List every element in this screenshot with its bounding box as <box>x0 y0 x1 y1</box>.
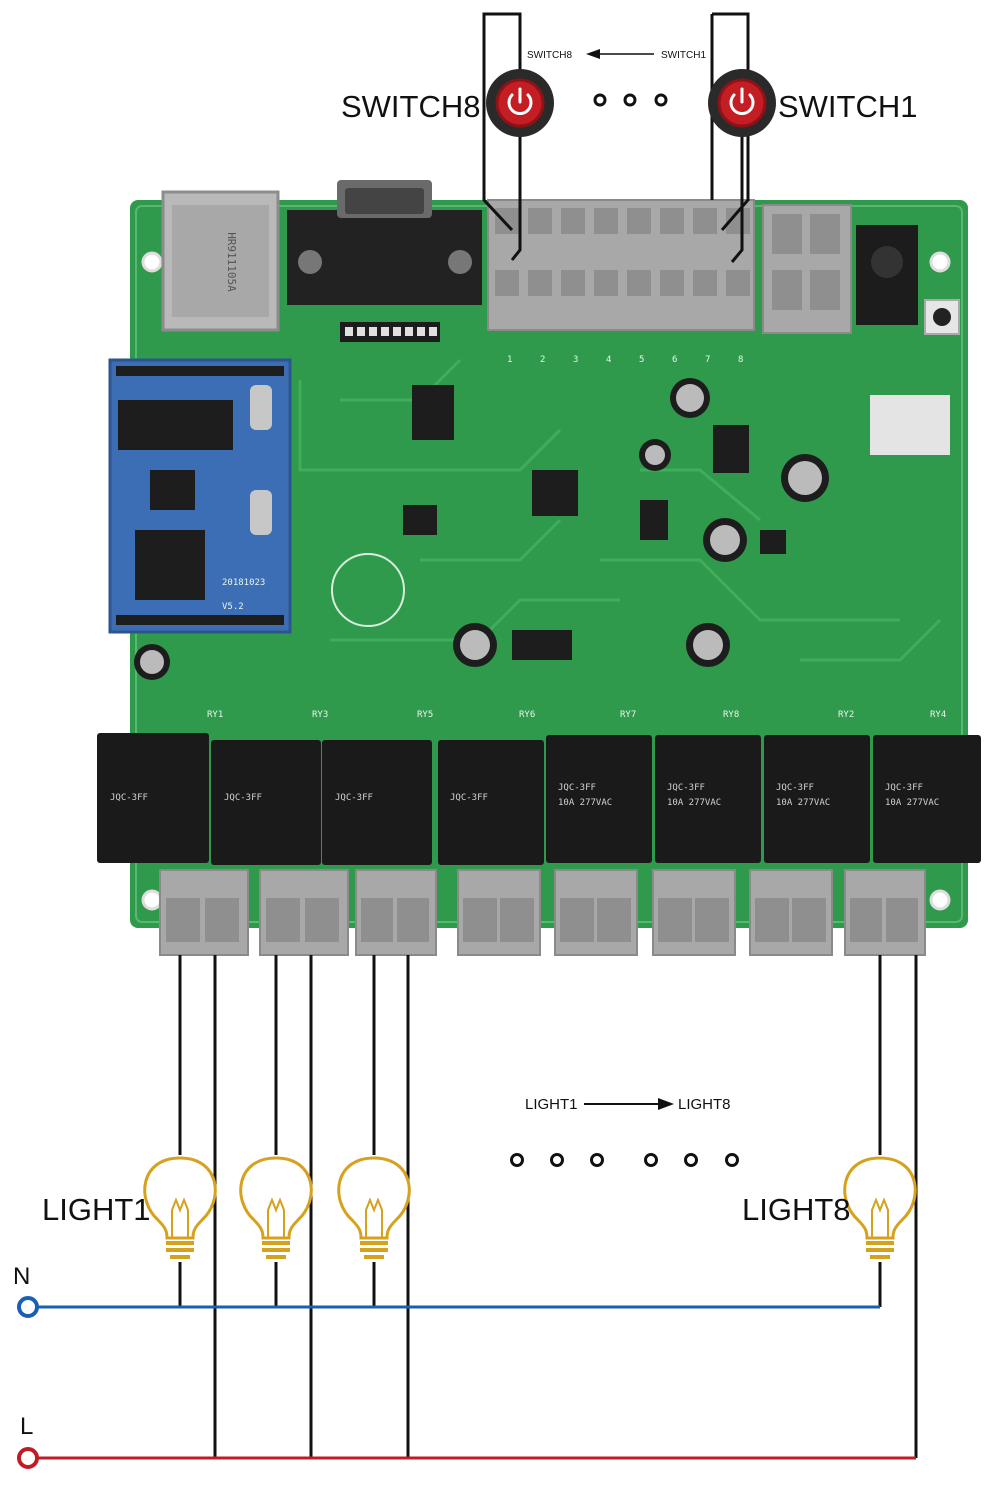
terminal-number: 6 <box>672 355 677 365</box>
buzzer <box>331 553 405 627</box>
light1-label: LIGHT1 <box>42 1192 151 1227</box>
relay-board: HR911105A <box>97 180 981 956</box>
serial-connector <box>287 180 482 305</box>
mount-hole <box>141 889 163 911</box>
switch8-button <box>486 69 554 137</box>
relay-label: RY7 <box>620 710 636 720</box>
switch-wiring: SWITCH8 SWITCH1 SWITCH8 SWITCH1 <box>341 12 918 263</box>
switch-ellipsis <box>593 93 668 107</box>
regulator <box>713 425 749 473</box>
relays: JQC-3FF JQC-3FF JQC-3FF JQC-3FF JQC-3FF … <box>97 733 981 865</box>
light8-label: LIGHT8 <box>742 1192 851 1227</box>
svg-text:JQC-3FF: JQC-3FF <box>885 783 923 793</box>
svg-text:HR911105A: HR911105A <box>225 232 238 292</box>
chip <box>412 385 454 440</box>
live-terminal <box>17 1447 39 1469</box>
module-date: 20181023 <box>222 578 265 588</box>
regulator <box>640 500 668 540</box>
power-terminal-block <box>762 204 852 334</box>
mount-hole <box>929 889 951 911</box>
mcu-chip <box>532 470 578 516</box>
switch-terminal-block <box>487 199 755 331</box>
switch1-button <box>708 69 776 137</box>
light-arrow-from: LIGHT1 <box>525 1096 578 1113</box>
light-arrow-to: LIGHT8 <box>678 1096 731 1113</box>
svg-text:10A 277VAC: 10A 277VAC <box>776 798 830 808</box>
switch8-label: SWITCH8 <box>341 89 481 124</box>
capacitors <box>134 378 829 680</box>
chip <box>512 630 572 660</box>
power-icon <box>507 87 533 115</box>
relay: JQC-3FF 10A 277VAC <box>655 735 761 863</box>
ethernet-jack: HR911105A <box>161 190 280 332</box>
svg-text:10A 277VAC: 10A 277VAC <box>885 798 939 808</box>
mount-hole <box>141 251 163 273</box>
svg-text:JQC-3FF: JQC-3FF <box>558 783 596 793</box>
power-icon <box>729 87 755 115</box>
light-wiring: N L <box>13 955 918 1469</box>
terminal-number: 4 <box>606 355 611 365</box>
terminal-number: 2 <box>540 355 545 365</box>
relay-label: RY6 <box>519 710 535 720</box>
relay-label: RY2 <box>838 710 854 720</box>
neutral-terminal <box>17 1296 39 1318</box>
light-bulb-icon <box>843 1156 917 1259</box>
light-bulb-icon <box>337 1156 411 1259</box>
chip <box>403 505 437 535</box>
terminal-number: 8 <box>738 355 743 365</box>
svg-text:JQC-3FF: JQC-3FF <box>110 793 148 803</box>
switch1-label: SWITCH1 <box>778 89 918 124</box>
terminal-number: 7 <box>705 355 710 365</box>
svg-text:JQC-3FF: JQC-3FF <box>776 783 814 793</box>
live-label: L <box>20 1413 33 1440</box>
svg-text:JQC-3FF: JQC-3FF <box>450 793 488 803</box>
relay: JQC-3FF 10A 277VAC <box>873 735 981 863</box>
relay: JQC-3FF <box>211 740 321 865</box>
svg-text:10A 277VAC: 10A 277VAC <box>558 798 612 808</box>
relay-label: RY8 <box>723 710 739 720</box>
svg-text:JQC-3FF: JQC-3FF <box>224 793 262 803</box>
mount-hole <box>929 251 951 273</box>
relay: JQC-3FF 10A 277VAC <box>764 735 870 863</box>
neutral-label: N <box>13 1263 30 1290</box>
light-bulb-icon <box>239 1156 313 1259</box>
label-patch <box>870 395 950 455</box>
relay-label: RY3 <box>312 710 328 720</box>
relay: JQC-3FF <box>322 740 432 865</box>
terminal-number: 5 <box>639 355 644 365</box>
light-bulb-icon <box>143 1156 217 1259</box>
relay-label: RY1 <box>207 710 223 720</box>
header-pins <box>340 322 440 342</box>
svg-text:JQC-3FF: JQC-3FF <box>335 793 373 803</box>
switch-arrow-from: SWITCH8 <box>527 50 572 61</box>
light-ellipsis <box>510 1153 739 1167</box>
ethernet-module: 20181023 V5.2 <box>108 358 292 634</box>
relay: JQC-3FF <box>97 733 209 863</box>
switch-arrow-to: SWITCH1 <box>661 50 706 61</box>
reset-button <box>924 299 960 335</box>
relay-label-strips: RY1 RY3 RY5 RY6 RY7 RY8 RY2 RY4 <box>207 710 946 720</box>
output-terminal-blocks <box>159 869 926 956</box>
relay: JQC-3FF 10A 277VAC <box>546 735 652 863</box>
relay: JQC-3FF <box>438 740 544 865</box>
terminal-number: 3 <box>573 355 578 365</box>
module-version: V5.2 <box>222 602 244 612</box>
relay-label: RY5 <box>417 710 433 720</box>
terminal-number: 1 <box>507 355 512 365</box>
svg-text:10A 277VAC: 10A 277VAC <box>667 798 721 808</box>
svg-text:JQC-3FF: JQC-3FF <box>667 783 705 793</box>
relay-label: RY4 <box>930 710 946 720</box>
